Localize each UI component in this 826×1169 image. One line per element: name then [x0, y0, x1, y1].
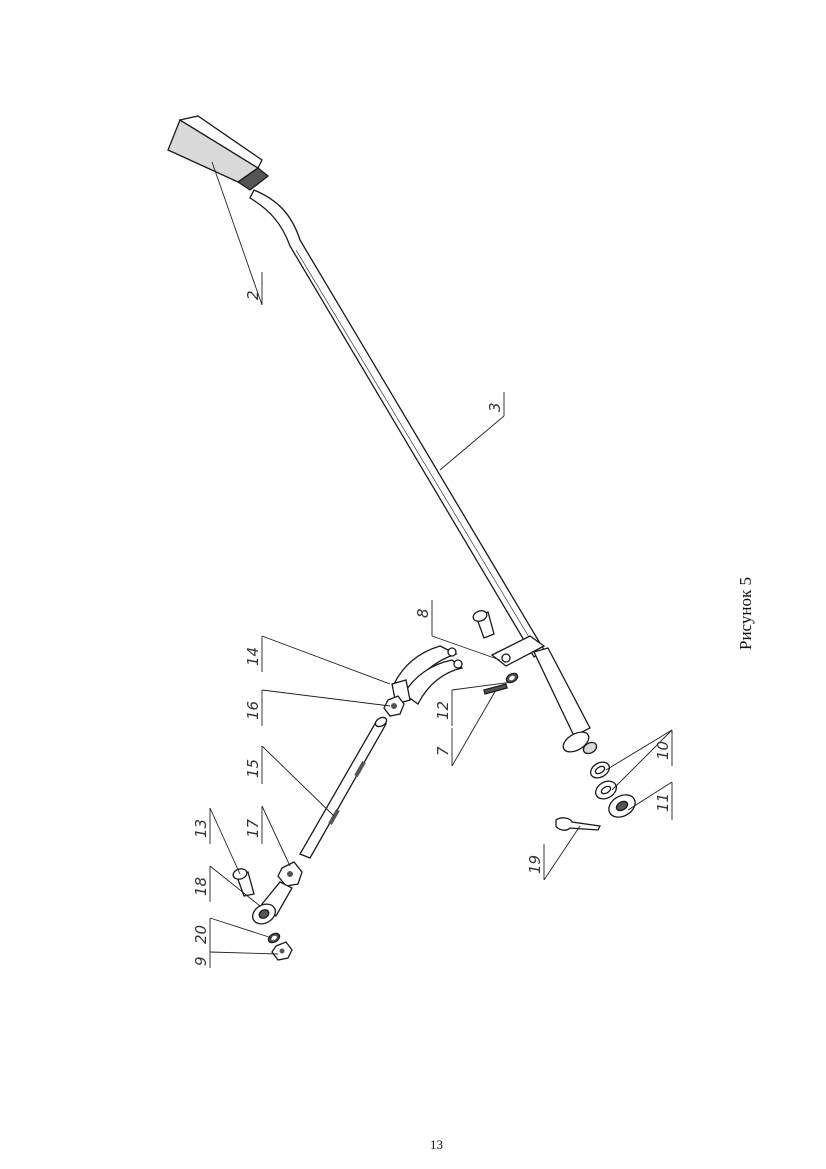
- part-label: 18: [192, 877, 210, 896]
- rod-bracket-plate: [490, 635, 546, 667]
- threaded-rod-15: [299, 716, 388, 859]
- part-label: 20: [192, 925, 210, 944]
- part-labels: 2 3 8 14 12 16 7 15 10 11 13 17 18 19 20…: [192, 290, 672, 966]
- part-label: 14: [244, 647, 262, 666]
- washer-20: [267, 932, 281, 944]
- handle-grip: [167, 115, 270, 191]
- leader-lines: [209, 161, 673, 968]
- nut-9: [271, 941, 293, 961]
- bolt-8: [472, 610, 495, 639]
- lever-rod: [249, 189, 545, 658]
- cotter-pin-19: [555, 817, 601, 831]
- part-label: 16: [244, 701, 262, 720]
- figure-caption: Рисунок 5: [736, 577, 755, 650]
- part-label: 19: [526, 855, 544, 874]
- part-label: 2: [244, 290, 262, 300]
- washer-11: [608, 794, 636, 818]
- part-label: 17: [244, 818, 262, 838]
- spring-pin-7: [483, 683, 508, 695]
- part-label: 7: [434, 746, 452, 756]
- part-label: 11: [654, 793, 672, 812]
- nut-17: [277, 861, 303, 887]
- part-label: 10: [654, 741, 672, 760]
- part-label: 15: [244, 759, 262, 778]
- rod-end-18: [252, 881, 293, 925]
- rod-end-shaft: [533, 647, 598, 755]
- part-label: 12: [434, 701, 452, 720]
- part-label: 9: [192, 956, 210, 966]
- part-label: 13: [192, 819, 210, 838]
- bolt-13: [232, 868, 255, 897]
- washers-10: [590, 761, 617, 800]
- part-label: 3: [486, 402, 504, 412]
- part-label: 8: [414, 608, 432, 618]
- page-number: 13: [430, 1137, 443, 1152]
- nut-16: [383, 695, 405, 717]
- washer-12: [505, 672, 519, 684]
- forked-lever-14: [391, 645, 464, 705]
